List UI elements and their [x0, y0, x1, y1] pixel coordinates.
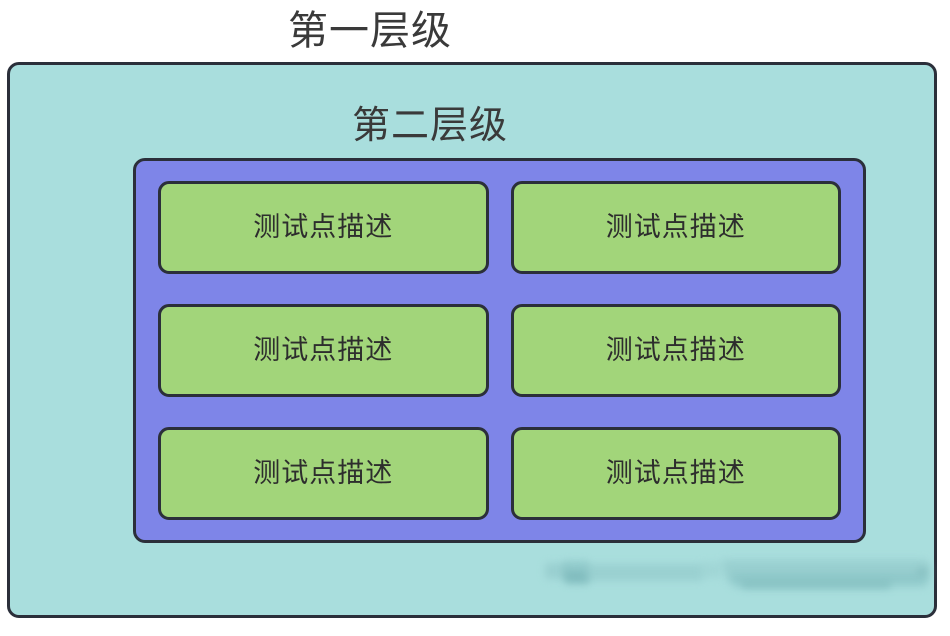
watermark-block — [545, 563, 567, 579]
test-point-label: 测试点描述 — [253, 334, 394, 366]
level1-title: 第一层级 — [288, 8, 452, 54]
watermark-block — [565, 571, 589, 584]
test-point-card[interactable]: 测试点描述 — [510, 181, 841, 274]
test-point-card[interactable]: 测试点描述 — [510, 427, 841, 520]
level2-title: 第二层级 — [351, 103, 508, 147]
test-point-label: 测试点描述 — [253, 211, 394, 243]
level1-container: 第二层级 测试点描述 测试点描述 测试点描述 测试点描述 测试点描述 测试点描述 — [7, 62, 937, 618]
test-point-label: 测试点描述 — [253, 457, 394, 489]
test-point-card[interactable]: 测试点描述 — [158, 304, 489, 397]
test-point-label: 测试点描述 — [605, 211, 746, 243]
watermark-block — [741, 581, 891, 589]
watermark-block — [917, 569, 927, 574]
test-point-label: 测试点描述 — [605, 334, 746, 366]
test-point-grid: 测试点描述 测试点描述 测试点描述 测试点描述 测试点描述 测试点描述 — [158, 181, 841, 520]
watermark-block — [721, 559, 927, 571]
watermark-block — [701, 562, 721, 578]
watermark-block — [725, 563, 930, 581]
test-point-card[interactable]: 测试点描述 — [510, 304, 841, 397]
test-point-card[interactable]: 测试点描述 — [158, 181, 489, 274]
test-point-card[interactable]: 测试点描述 — [158, 427, 489, 520]
test-point-label: 测试点描述 — [605, 457, 746, 489]
watermark-block — [731, 573, 927, 587]
watermark-block — [563, 561, 589, 581]
level2-container: 测试点描述 测试点描述 测试点描述 测试点描述 测试点描述 测试点描述 — [133, 158, 866, 543]
watermark-block — [585, 564, 703, 581]
blurred-watermark — [545, 557, 930, 597]
